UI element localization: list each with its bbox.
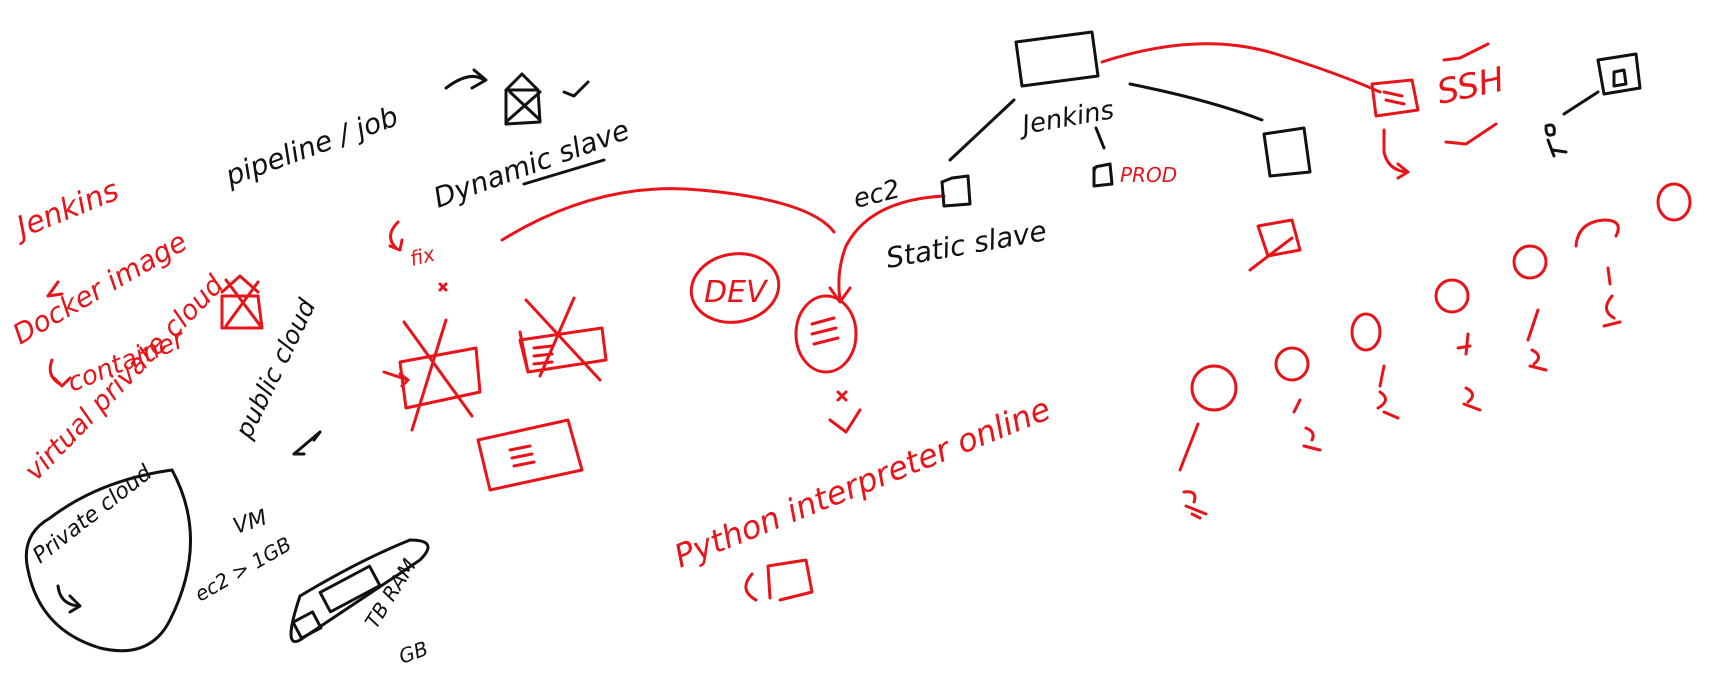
cross-mark-icon <box>402 318 474 432</box>
ram-chip-icon <box>318 564 382 614</box>
list-lines-icon <box>508 444 536 468</box>
cross-mark-icon <box>836 390 848 402</box>
ram-stick-outline <box>289 538 430 643</box>
prod-slave-group: PROD <box>1092 162 1177 188</box>
list-lines-icon <box>518 330 554 374</box>
underline-stroke <box>522 158 606 186</box>
person-icon <box>1544 123 1568 158</box>
check-icon <box>828 408 862 434</box>
ec2-1gb-label: ec2 > 1GB <box>191 532 296 607</box>
dev-circle <box>689 252 781 324</box>
crossed-container-icon <box>220 274 264 330</box>
link-line <box>1094 126 1106 150</box>
jenkins-master-group: Jenkins <box>948 30 1264 162</box>
prod-label: PROD <box>1120 163 1177 187</box>
crossed-server-1 <box>382 318 482 432</box>
head-circle <box>1656 182 1692 222</box>
jenkins-top-label: Jenkins <box>1015 95 1116 141</box>
private-cloud-group: Private cloud <box>24 460 192 653</box>
person-icon <box>1602 266 1622 328</box>
server-box-icon <box>518 326 608 374</box>
person-icon <box>1456 332 1482 412</box>
dev-group: DEV <box>689 252 781 324</box>
jenkins-left-label: Jenkins <box>7 173 124 247</box>
server-box-icon <box>1370 78 1420 118</box>
dynamic-slave-label: Dynamic slave <box>429 113 634 214</box>
person-icon <box>1182 490 1208 520</box>
hook-arrow-icon <box>48 358 72 388</box>
arrow-right-icon <box>382 370 410 388</box>
arrow-right-icon <box>444 68 488 90</box>
person-icon <box>1292 398 1322 452</box>
link-line <box>1128 82 1264 122</box>
ssh-group: SSH <box>1370 42 1508 180</box>
server-box-icon <box>476 418 584 492</box>
double-arrow-icon <box>292 430 322 456</box>
user-computer-group <box>1544 52 1642 158</box>
red-arc-jenkins-to-ssh <box>1100 42 1382 94</box>
cross-mark-icon <box>524 296 602 382</box>
person-icon <box>1526 308 1548 372</box>
head-circle <box>1274 346 1310 382</box>
head-circle <box>1350 312 1382 352</box>
link-line <box>948 98 1016 162</box>
person-icon <box>1376 364 1400 420</box>
server-box-icon <box>398 346 482 410</box>
vm-label: VM <box>230 505 270 539</box>
cross-mark-icon <box>438 282 448 292</box>
ec2-top-label: ec2 <box>850 174 903 214</box>
slave-box-icon <box>940 174 972 208</box>
private-cloud-outline <box>24 468 192 653</box>
check-icon <box>1442 42 1490 62</box>
server-box-3 <box>476 418 584 492</box>
python-node <box>794 294 862 434</box>
down-arrow-icon <box>46 280 64 298</box>
ram-stick-group: TB RAM GB <box>289 538 432 669</box>
jenkins-master-box <box>1014 30 1100 88</box>
check-icon <box>1444 122 1498 146</box>
check-icon <box>562 80 590 98</box>
head-circle <box>1512 244 1548 280</box>
head-circle <box>1574 218 1620 248</box>
fix-label: fix <box>407 242 437 271</box>
public-cloud-group: public cloud <box>229 294 322 456</box>
ec2-slave-group: ec2 Static slave <box>850 174 1049 275</box>
hook-arrow-icon <box>1382 150 1410 180</box>
head-circle <box>1434 278 1470 314</box>
people-group <box>1178 182 1692 520</box>
server-box-icon <box>1262 126 1312 178</box>
head-circle <box>1190 364 1238 412</box>
body-line <box>1178 422 1200 472</box>
pipeline-job-label: pipeline / job <box>220 100 402 193</box>
crossed-slave-box-icon <box>504 72 542 126</box>
hook-arrow-icon <box>56 584 82 614</box>
list-lines-icon <box>1382 90 1406 106</box>
red-box-icon <box>1248 218 1302 272</box>
crossed-server-2 <box>518 296 608 382</box>
python-node-circle <box>794 294 858 374</box>
gb-label: GB <box>396 636 432 669</box>
red-arrow-ec2-to-python <box>828 194 946 304</box>
slave-box-icon <box>1092 162 1114 188</box>
dev-label: DEV <box>704 275 769 310</box>
right-server-group <box>1248 126 1312 272</box>
python-interpreter-label: Python interpreter online <box>669 390 1056 576</box>
public-cloud-label: public cloud <box>229 294 322 443</box>
pipeline-group: pipeline / job Dynamic slave <box>220 68 634 215</box>
link-line <box>1562 90 1600 116</box>
fix-group: fix <box>388 220 448 292</box>
open-box-icon <box>744 558 814 602</box>
list-lines-icon <box>810 316 840 346</box>
red-arc-connector <box>500 187 836 242</box>
hook-arrow-icon <box>388 220 404 252</box>
ssh-label: SSH <box>1434 60 1508 113</box>
ram-chip-icon <box>291 610 323 640</box>
static-slave-label: Static slave <box>883 214 1049 275</box>
computer-icon <box>1596 52 1642 96</box>
